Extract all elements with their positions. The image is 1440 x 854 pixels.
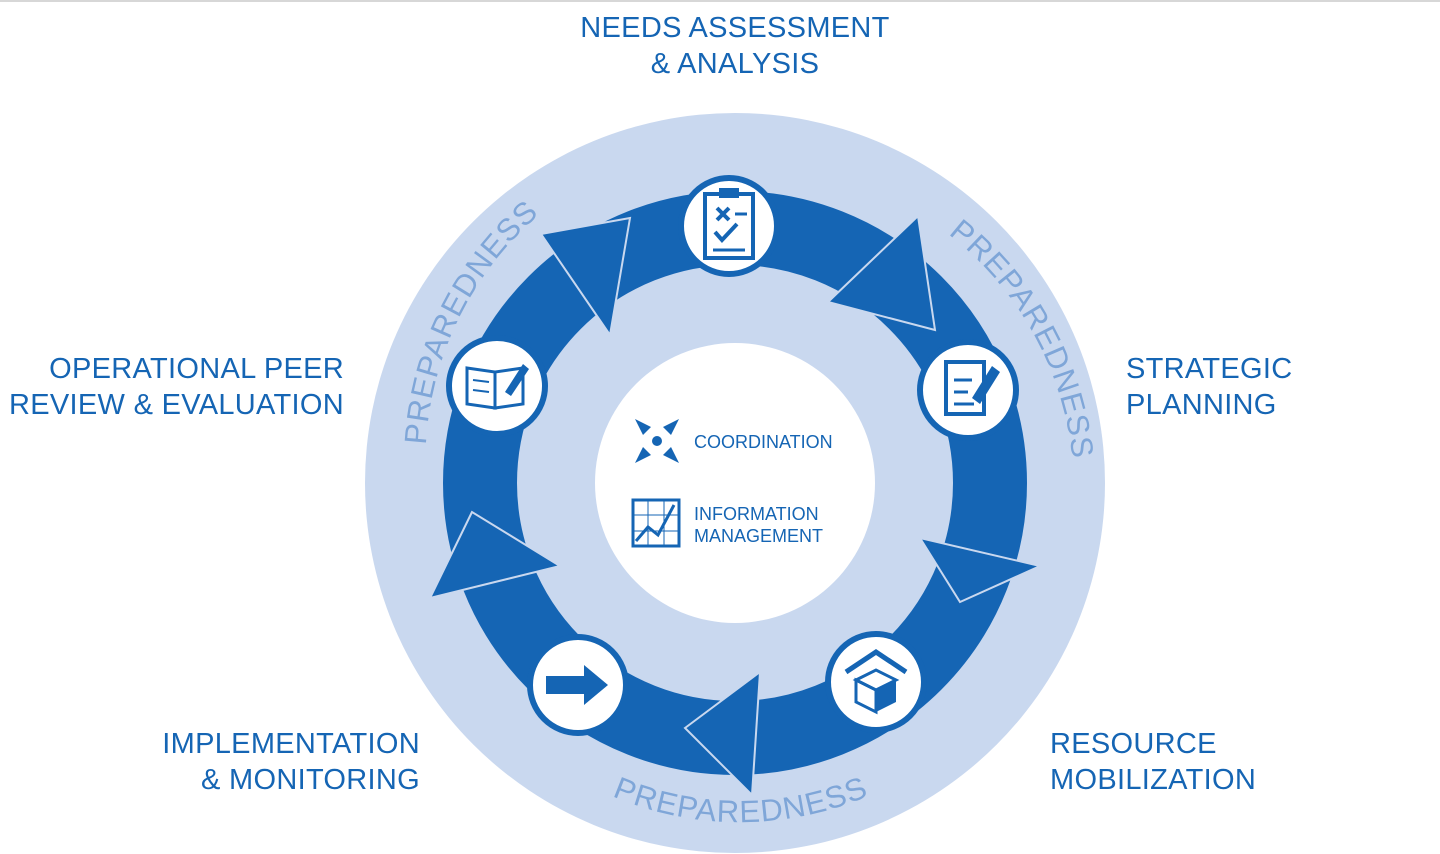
arrowhead-bottom-left (683, 669, 762, 798)
stage-label-strategic-planning: STRATEGIC PLANNING (1126, 351, 1293, 423)
top-border-line (0, 0, 1440, 2)
clipboard-checklist-icon (678, 175, 780, 277)
stage-label-line: IMPLEMENTATION (162, 728, 420, 760)
stage-label-line: NEEDS ASSESSMENT (580, 12, 890, 44)
stage-label-needs-assessment: NEEDS ASSESSMENT & ANALYSIS (520, 10, 950, 82)
center-hub (595, 343, 875, 623)
chart-grid-icon (631, 498, 681, 548)
open-book-pen-icon (446, 335, 548, 437)
converging-arrows-icon (635, 419, 679, 463)
arrowhead-top-left (539, 216, 632, 338)
stage-label-line: MOBILIZATION (1050, 764, 1257, 796)
center-label-line: INFORMATION (694, 504, 819, 524)
stage-label-peer-review: OPERATIONAL PEER REVIEW & EVALUATION (0, 351, 344, 423)
arrowhead-right-bottom (917, 536, 1044, 604)
document-pen-icon (917, 339, 1019, 441)
box-shelter-icon (825, 631, 927, 733)
arrowhead-top-right (826, 213, 937, 332)
stage-label-line: OPERATIONAL PEER (49, 353, 344, 385)
stage-label-line: & MONITORING (201, 764, 420, 796)
stage-label-implementation-monitoring: IMPLEMENTATION & MONITORING (100, 726, 420, 798)
center-label-information-management: INFORMATION MANAGEMENT (694, 503, 823, 547)
arrowhead-left-up (428, 510, 563, 600)
stage-label-line: STRATEGIC (1126, 353, 1293, 385)
stage-label-line: PLANNING (1126, 389, 1277, 421)
stage-label-line: RESOURCE (1050, 728, 1217, 760)
center-label-line: COORDINATION (694, 432, 833, 452)
center-label-coordination: COORDINATION (694, 431, 833, 453)
stage-label-line: & ANALYSIS (650, 48, 820, 80)
stage-label-line: REVIEW & EVALUATION (9, 389, 344, 421)
stage-label-resource-mobilization: RESOURCE MOBILIZATION (1050, 726, 1256, 798)
arrow-right-icon (527, 634, 629, 736)
center-label-line: MANAGEMENT (694, 526, 824, 546)
